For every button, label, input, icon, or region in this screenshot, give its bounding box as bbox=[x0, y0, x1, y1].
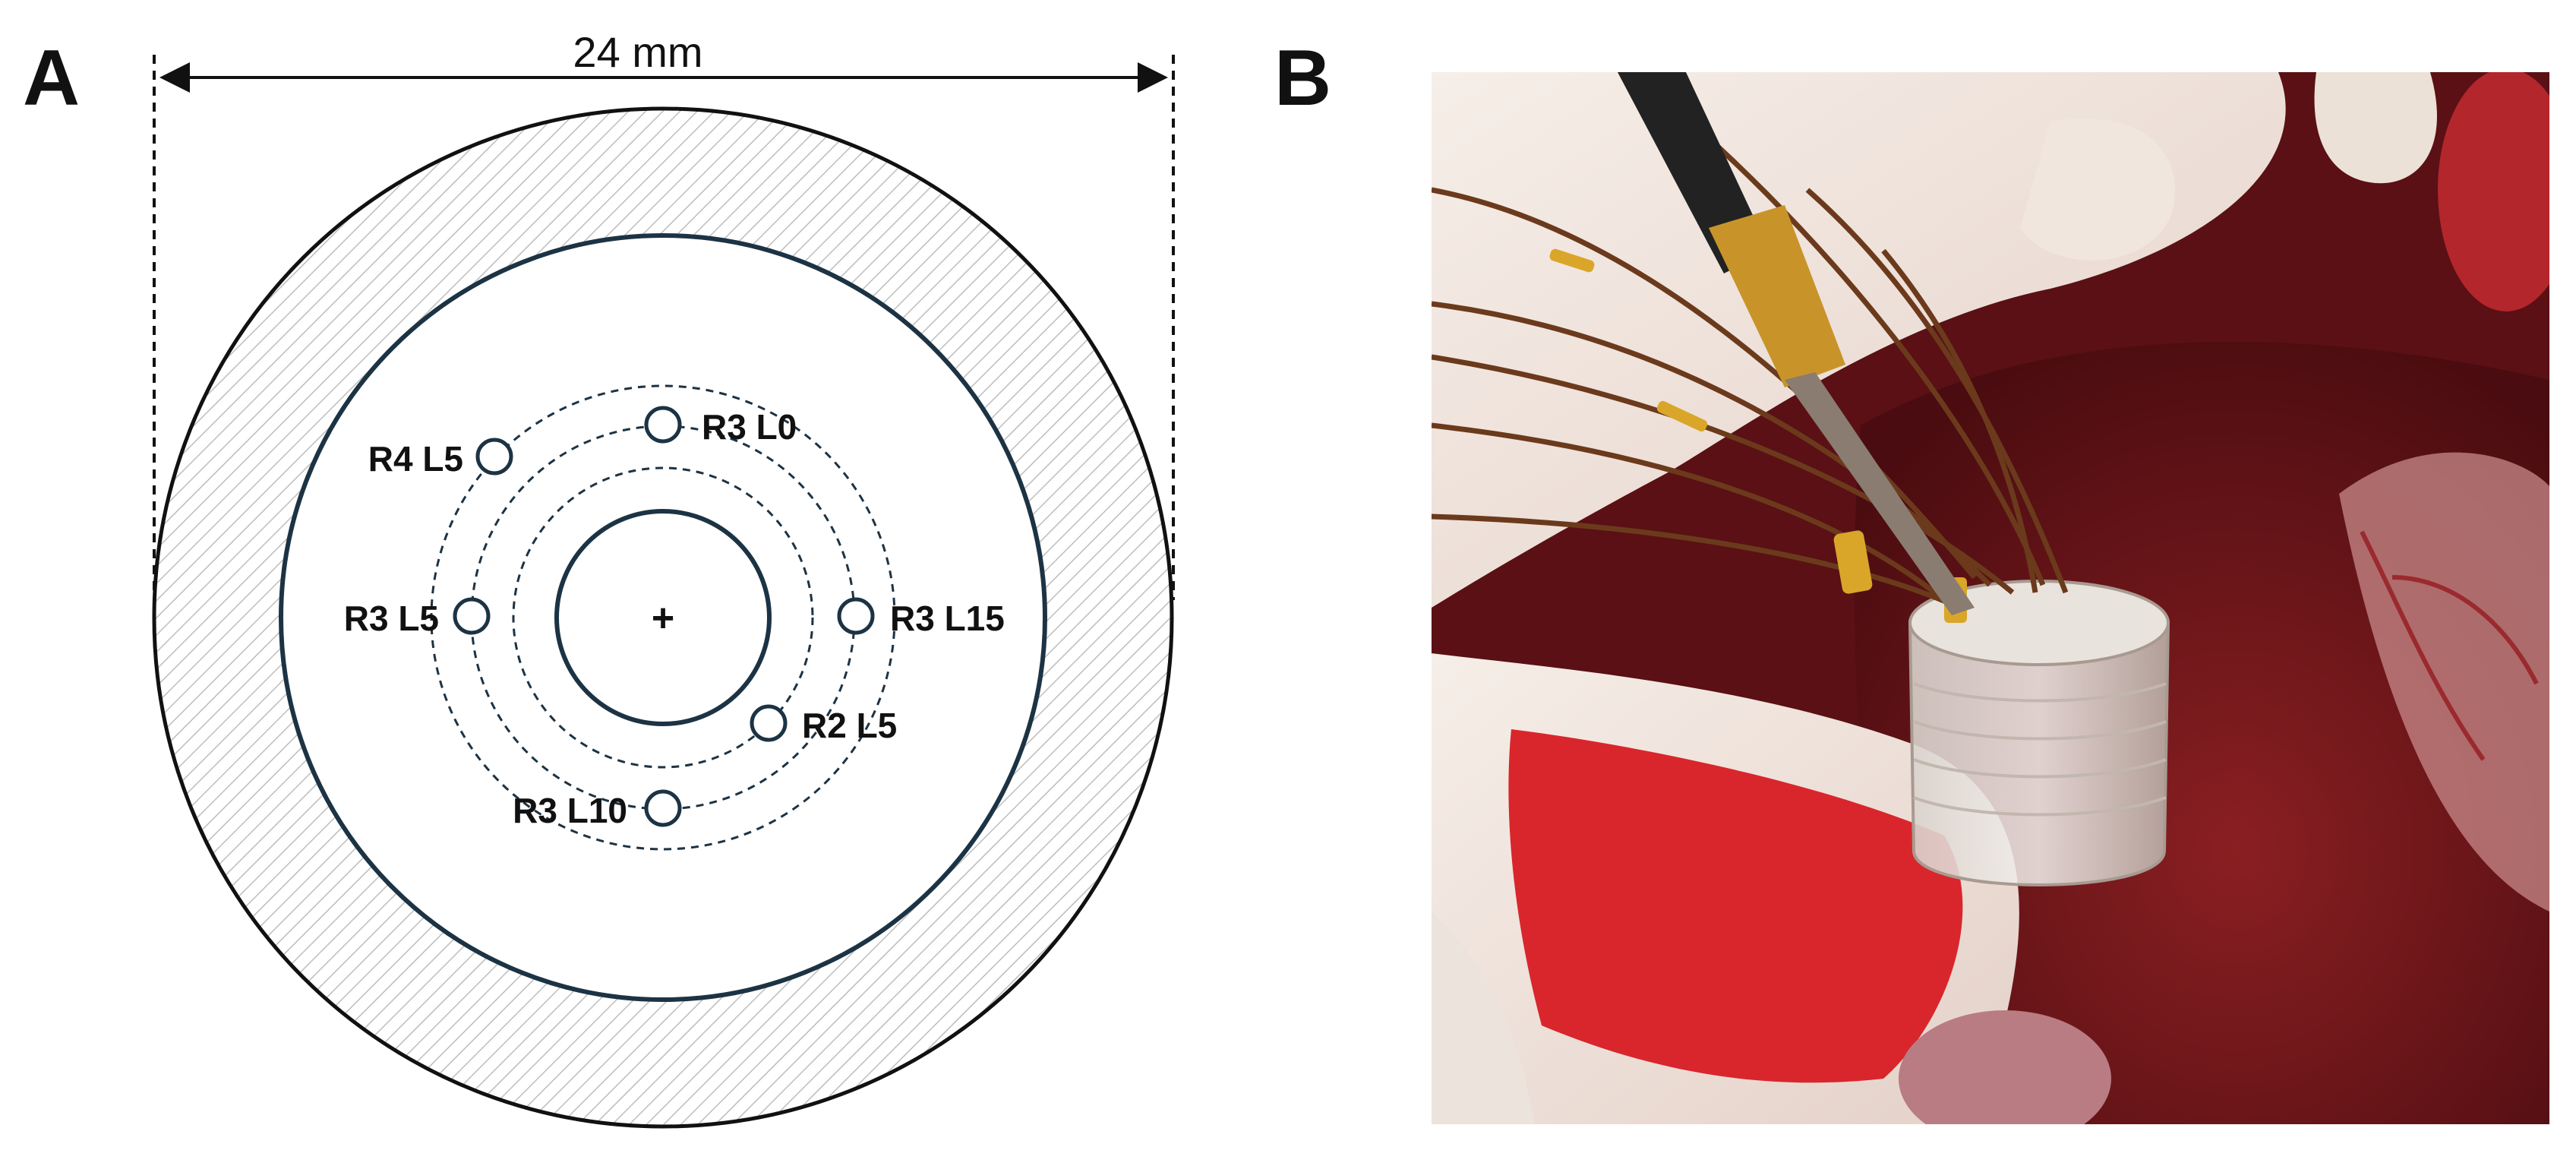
panel-a-label: A bbox=[23, 34, 80, 122]
panel-b: B bbox=[1274, 34, 2549, 1124]
dimension-label: 24 mm bbox=[573, 28, 702, 76]
probe-label: R3 L15 bbox=[890, 599, 1005, 638]
probe-r3-l10: R3 L10 bbox=[513, 789, 682, 830]
surgical-photo bbox=[1432, 72, 2549, 1124]
probe-r4-l5: R4 L5 bbox=[368, 438, 513, 479]
probe-label: R3 L0 bbox=[702, 407, 797, 447]
blood-vessels bbox=[2360, 530, 2539, 761]
probe-hole bbox=[837, 597, 875, 635]
probe-hole bbox=[644, 406, 682, 444]
glove-finger-2 bbox=[2314, 72, 2437, 184]
holder-threads bbox=[1913, 682, 2167, 817]
probe-r2-l5: R2 L5 bbox=[750, 704, 897, 745]
center-marker: + bbox=[652, 596, 674, 640]
glove-bottom bbox=[1432, 912, 1534, 1124]
probe-label: R3 L10 bbox=[513, 791, 627, 830]
probe-hole bbox=[453, 597, 491, 635]
probe-r3-l15: R3 L15 bbox=[837, 597, 1005, 638]
ring-r2 bbox=[512, 466, 814, 769]
tissue-top-right bbox=[2438, 72, 2549, 311]
probe-label: R3 L5 bbox=[344, 599, 439, 638]
panel-b-label: B bbox=[1274, 34, 1331, 122]
bowel-tissue bbox=[2339, 452, 2549, 912]
probe-r3-l0: R3 L0 bbox=[644, 406, 797, 447]
probe-label: R4 L5 bbox=[368, 439, 463, 479]
probe-r3-l5: R3 L5 bbox=[344, 597, 491, 638]
probe-label: R2 L5 bbox=[802, 706, 897, 745]
panel-a: A 24 mm + R3 L0 R4 L5 R3 L5 bbox=[23, 28, 1175, 1129]
applicator-tool bbox=[1618, 72, 1975, 615]
central-hole bbox=[554, 509, 772, 726]
probe-hole bbox=[750, 704, 788, 742]
probe-hole bbox=[644, 789, 682, 827]
probe-hole bbox=[475, 438, 513, 476]
ring-r4 bbox=[430, 384, 896, 851]
bowel-bottom bbox=[1899, 1010, 2111, 1124]
bloody-gauze bbox=[1508, 729, 1963, 1083]
glove-finger bbox=[2020, 118, 2175, 261]
